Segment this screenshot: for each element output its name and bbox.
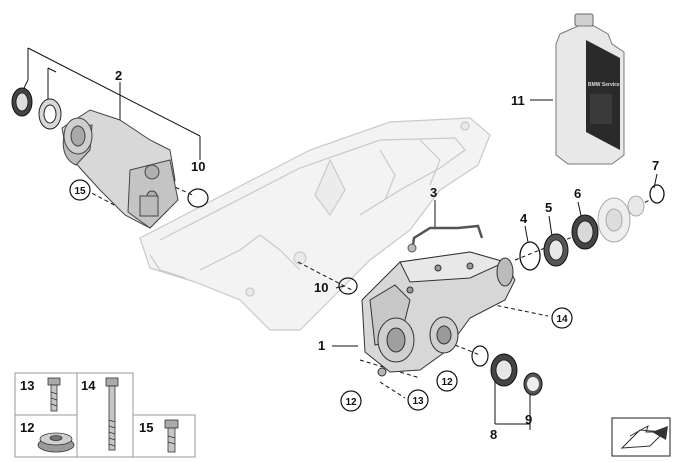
legend-bolt-14 <box>105 377 119 451</box>
part-10-upper-o-ring <box>187 188 209 208</box>
legend-plug-12 <box>37 432 75 453</box>
flange-shaft <box>597 195 645 243</box>
circled-callout-15: 15 <box>69 179 91 201</box>
circled-callout-14: 14 <box>551 307 573 329</box>
circled-callout-12-right: 12 <box>436 370 458 392</box>
callout-6: 6 <box>574 186 581 201</box>
legend-panel: 13 14 12 15 <box>14 372 196 458</box>
callout-2: 2 <box>115 68 122 83</box>
part-6-seal <box>571 214 599 250</box>
legend-bolt-13 <box>47 377 61 412</box>
part-11-oil-bottle: BMW Service <box>555 13 625 165</box>
legend-bolt-15 <box>164 419 179 453</box>
part-10-lower-o-ring <box>338 277 358 295</box>
part-7-circlip <box>649 184 665 204</box>
svg-text:12: 12 <box>441 377 453 388</box>
callout-4: 4 <box>520 211 528 226</box>
oil-bottle-label: BMW Service <box>588 82 620 88</box>
callout-10-upper: 10 <box>191 159 205 174</box>
callout-5: 5 <box>545 200 552 215</box>
svg-text:13: 13 <box>412 396 424 407</box>
svg-text:15: 15 <box>74 186 86 197</box>
callout-8: 8 <box>490 427 497 442</box>
part-8-seal <box>490 353 518 387</box>
callout-11: 11 <box>511 93 525 108</box>
circled-callout-12-left: 12 <box>340 390 362 412</box>
bearing-top-left <box>38 98 62 130</box>
callout-10-lower: 10 <box>314 280 328 295</box>
callout-9: 9 <box>525 412 532 427</box>
legend-13: 13 <box>20 378 34 393</box>
oil-pan <box>139 117 491 331</box>
legend-12: 12 <box>20 420 34 435</box>
callout-7: 7 <box>652 158 659 173</box>
part-1-front-differential <box>361 251 516 377</box>
svg-text:14: 14 <box>556 314 568 325</box>
part-2-intermediate-housing <box>61 109 179 229</box>
part-4-o-ring <box>519 241 541 271</box>
legend-14: 14 <box>81 378 96 393</box>
callout-1: 1 <box>318 338 325 353</box>
parts-catalog-arrow-icon <box>611 417 671 457</box>
seal-ring-top-left <box>11 87 33 117</box>
part-3-vent-line <box>407 224 484 253</box>
part-9-circlip <box>523 372 543 396</box>
part-5-seal <box>543 233 569 267</box>
circled-callout-13: 13 <box>407 389 429 411</box>
svg-text:12: 12 <box>345 397 357 408</box>
callout-3: 3 <box>430 185 437 200</box>
legend-15: 15 <box>139 420 153 435</box>
o-ring-right-output <box>471 345 489 367</box>
